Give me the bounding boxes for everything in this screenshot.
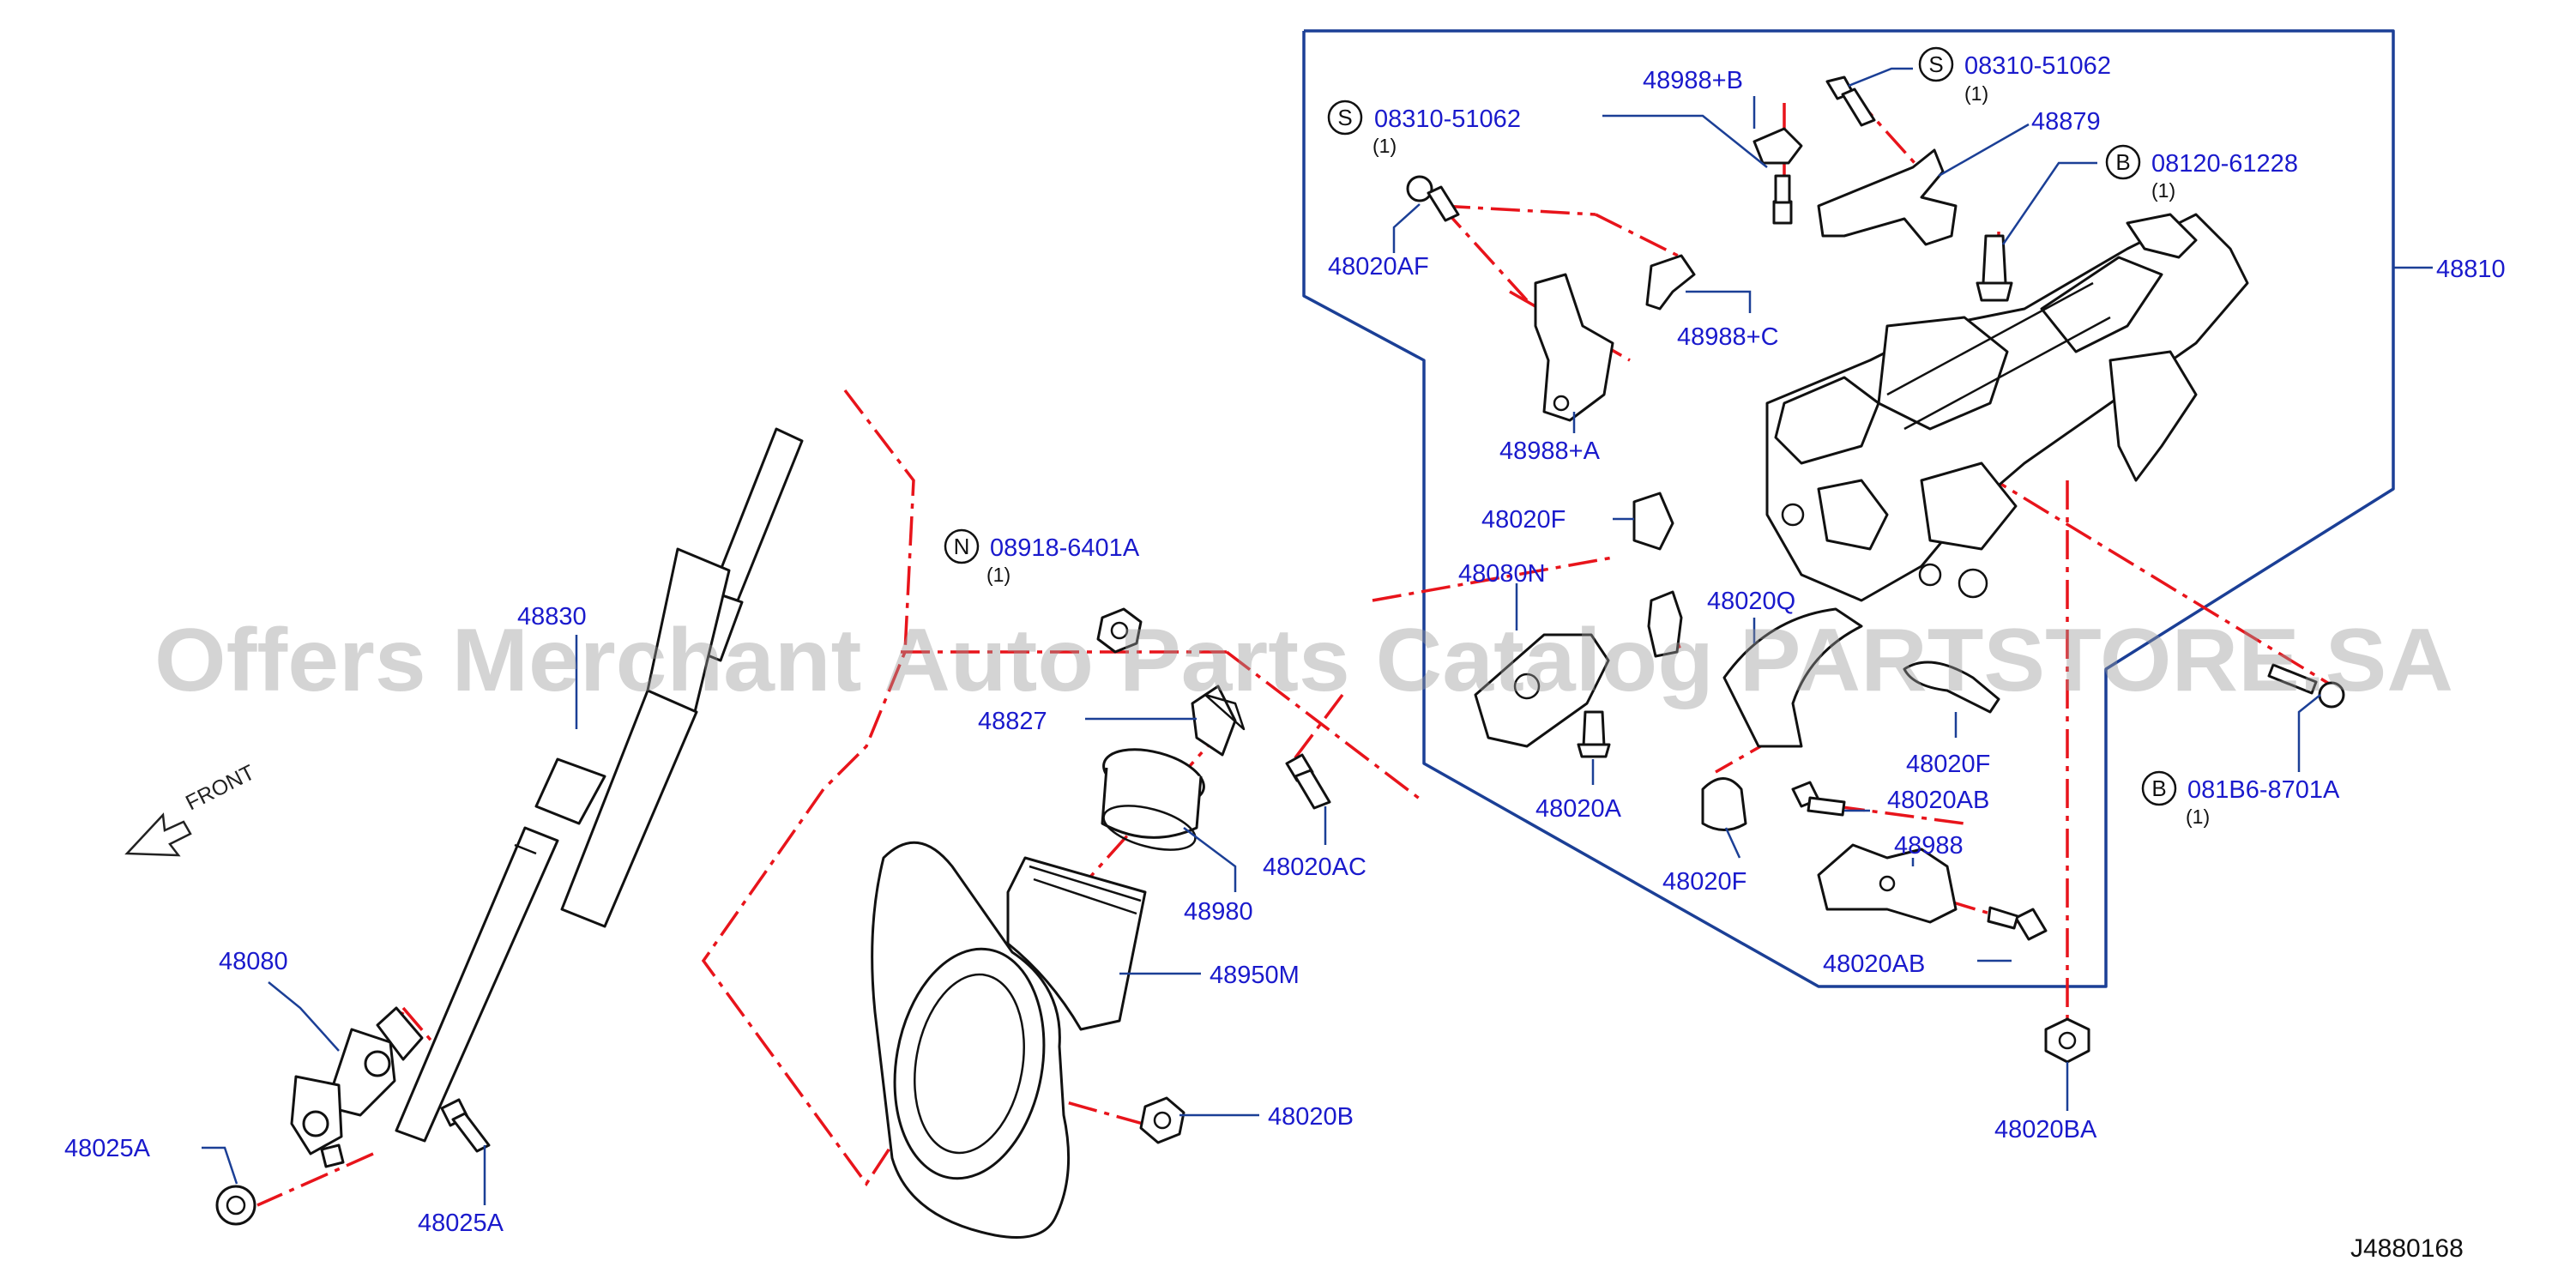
part-08310-51062-top: 08310-51062 — [1964, 52, 2111, 80]
harness-clamp — [1722, 607, 1863, 748]
label-48988: 48988 — [1894, 832, 1964, 860]
bracket-48020Q — [1647, 590, 1683, 658]
steering-column-48810 — [1765, 213, 2249, 602]
bracket-48988B — [1753, 127, 1803, 165]
part-labels: 48810 48830 48080 48025A 48025A 48827 48… — [64, 67, 2506, 1237]
joint-cover-48080N — [1474, 633, 1610, 748]
front-indicator: FRONT — [124, 760, 258, 857]
bolt-48020AC — [1285, 753, 1331, 810]
label-48020AC: 48020AC — [1263, 854, 1366, 881]
badge-s-top: S — [1928, 51, 1943, 77]
bolt-48020A — [1577, 710, 1611, 758]
badge-circle-b-top — [2105, 144, 2141, 180]
label-48080: 48080 — [219, 948, 288, 975]
badge-b-top: B — [2115, 149, 2130, 175]
label-48080N: 48080N — [1458, 560, 1546, 588]
part-08918-6401A: 08918-6401A — [990, 534, 1140, 562]
qty-s-top: (1) — [1964, 82, 1988, 105]
badge-circle-s-left — [1327, 100, 1363, 136]
universal-joint-48080 — [290, 1028, 396, 1168]
label-48020AB-top: 48020AB — [1887, 787, 1989, 814]
bolt-48988B-stud — [1772, 174, 1793, 225]
qty-b-top: (1) — [2151, 179, 2175, 202]
bolt-48020AB-top — [1791, 781, 1846, 817]
nut-48025A — [215, 1185, 256, 1226]
qty-b-right: (1) — [2186, 805, 2210, 828]
label-48020Q: 48020Q — [1707, 588, 1795, 615]
callout-b-right: B 081B6-8701A (1) — [2141, 770, 2340, 828]
bolt-081B6-8701A — [2267, 663, 2345, 709]
clip-48020F-bottom — [1701, 777, 1747, 831]
bolt-48020AB-bottom — [1987, 906, 2048, 941]
qty-s-left: (1) — [1372, 135, 1397, 157]
label-48020AF: 48020AF — [1328, 253, 1429, 281]
watermark-text: Offers Merchant Auto Parts Catalog PARTS… — [154, 611, 2453, 710]
part-081B6-8701A: 081B6-8701A — [2187, 776, 2340, 804]
bracket-48988C — [1645, 254, 1696, 311]
label-48827: 48827 — [978, 708, 1047, 735]
callout-b-top: B 08120-61228 (1) — [2105, 144, 2298, 202]
label-48025A-left: 48025A — [64, 1135, 151, 1162]
badge-b-right: B — [2151, 775, 2166, 801]
bolt-08310-51062-top — [1825, 75, 1876, 127]
badge-circle-b-right — [2141, 770, 2177, 806]
bracket-48988A — [1534, 273, 1614, 422]
front-label: FRONT — [182, 760, 258, 815]
badge-n-mid: N — [954, 534, 970, 559]
clip-48020F-right — [1903, 661, 2000, 714]
label-48020F-right: 48020F — [1906, 751, 1990, 778]
dash-boot-48950M — [871, 841, 1147, 1239]
diagram-code: J4880168 — [2350, 1234, 2464, 1263]
label-48879: 48879 — [2031, 108, 2101, 136]
label-48020BA: 48020BA — [1994, 1116, 2097, 1143]
label-48988B: 48988+B — [1643, 67, 1743, 94]
label-48020F-bottom: 48020F — [1662, 868, 1746, 896]
label-48988A: 48988+A — [1499, 437, 1601, 465]
label-48810: 48810 — [2436, 256, 2506, 283]
front-arrow-icon — [124, 812, 192, 857]
bracket-48988 — [1817, 843, 1958, 924]
nut-08918-6401A — [1096, 607, 1143, 654]
label-48950M: 48950M — [1210, 962, 1300, 989]
assembly-frame-48810 — [1302, 29, 2395, 988]
label-48020AB-bottom: 48020AB — [1823, 950, 1925, 978]
clip-48020F-top — [1632, 492, 1674, 551]
badge-circle-s-top — [1918, 46, 1954, 82]
label-48025A-bottom: 48025A — [418, 1210, 504, 1237]
label-48020F-top: 48020F — [1481, 506, 1566, 534]
label-48980: 48980 — [1184, 898, 1253, 926]
badge-circle-n-mid — [944, 528, 980, 564]
intermediate-shaft-48830 — [376, 427, 804, 1143]
callout-s-top: S 08310-51062 (1) — [1918, 46, 2111, 105]
badge-s-left: S — [1337, 105, 1352, 130]
callout-s-left: S 08310-51062 (1) — [1327, 100, 1521, 157]
part-08310-51062-left: 08310-51062 — [1374, 106, 1521, 133]
label-48830: 48830 — [517, 603, 587, 630]
leaders — [202, 67, 2321, 1205]
label-48988C: 48988+C — [1677, 323, 1779, 351]
bolt-08310-51062-left — [1406, 175, 1460, 222]
label-48020B: 48020B — [1268, 1103, 1354, 1131]
bracket-48827 — [1191, 685, 1246, 757]
nut-48020B — [1139, 1096, 1185, 1144]
part-08120-61228: 08120-61228 — [2151, 150, 2298, 178]
bracket-48879 — [1817, 148, 1958, 246]
seal-48980 — [1101, 748, 1205, 851]
bolt-08120-61228 — [1976, 234, 2013, 302]
bolt-48025A — [440, 1098, 491, 1153]
nut-48020BA — [2044, 1017, 2090, 1064]
qty-n-mid: (1) — [986, 564, 1010, 586]
callout-n-mid: N 08918-6401A (1) — [944, 528, 1140, 586]
label-48020A: 48020A — [1535, 795, 1622, 823]
